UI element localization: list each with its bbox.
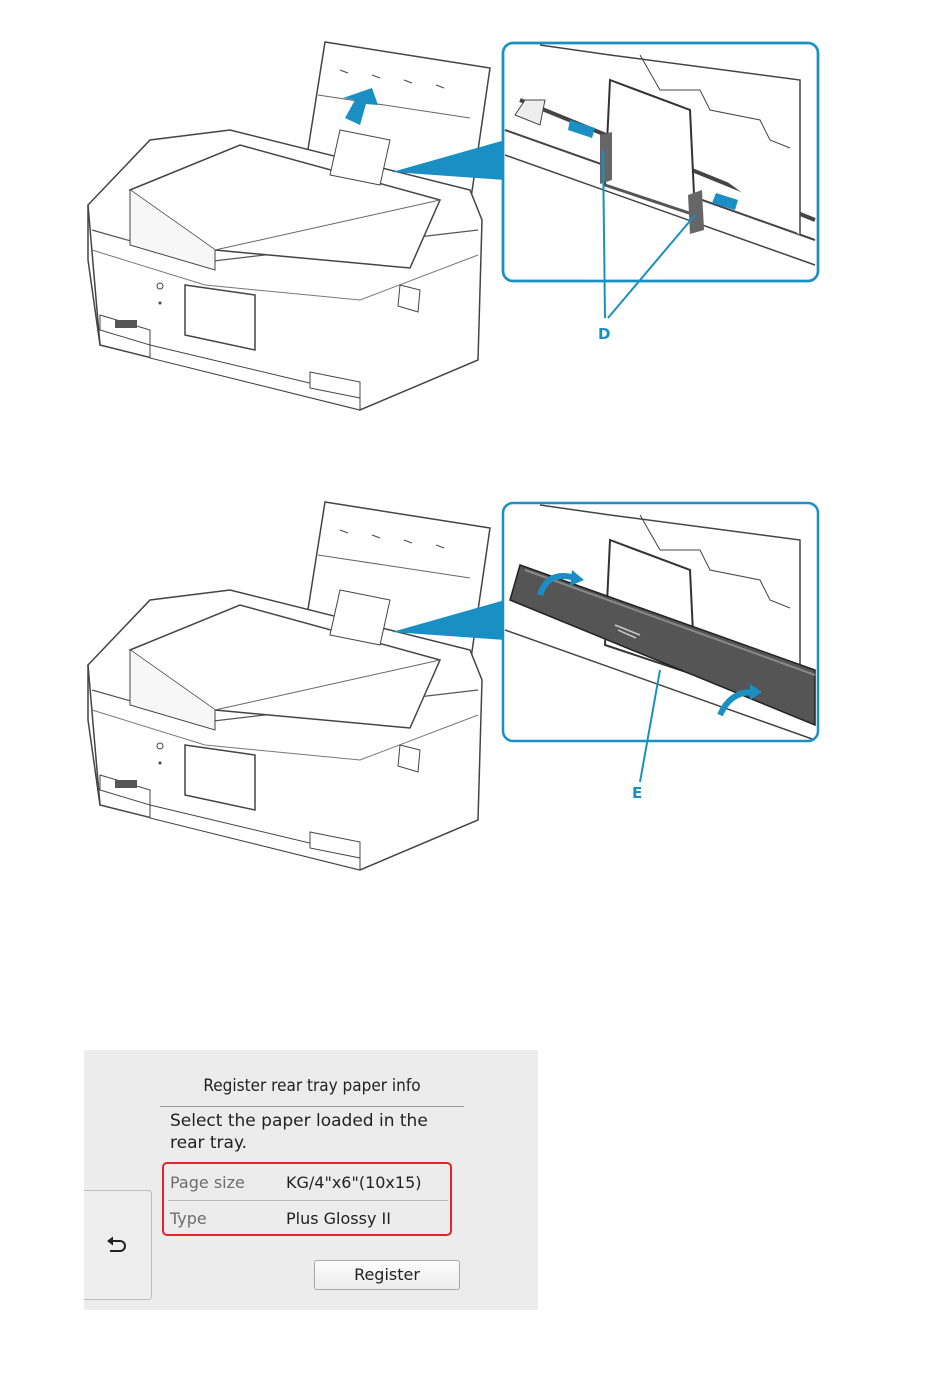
back-arrow-icon [106,1233,128,1255]
printer-illustration-cover: E [0,470,950,910]
title-divider [160,1106,464,1107]
printer-drawing [0,470,950,910]
row-divider [168,1200,448,1201]
screen-title: Register rear tray paper info [160,1076,464,1096]
callout-label-d: D [598,325,610,343]
printer-lcd-screen: Register rear tray paper info Select the… [84,1050,538,1310]
type-label: Type [170,1202,207,1236]
back-button[interactable] [84,1190,152,1300]
page-size-row[interactable]: Page size KG/4"x6"(10x15) [170,1166,446,1200]
paper-settings-highlight: Page size KG/4"x6"(10x15) Type Plus Glos… [162,1162,452,1236]
register-button[interactable]: Register [314,1260,460,1290]
type-value: Plus Glossy II [286,1202,391,1236]
page-size-value: KG/4"x6"(10x15) [286,1166,422,1200]
type-row[interactable]: Type Plus Glossy II [170,1202,446,1236]
printer-drawing [0,0,950,440]
screen-message: Select the paper loaded in the rear tray… [170,1110,460,1154]
printer-illustration-guides: D [0,0,950,440]
callout-label-e: E [632,784,642,802]
page-size-label: Page size [170,1166,245,1200]
